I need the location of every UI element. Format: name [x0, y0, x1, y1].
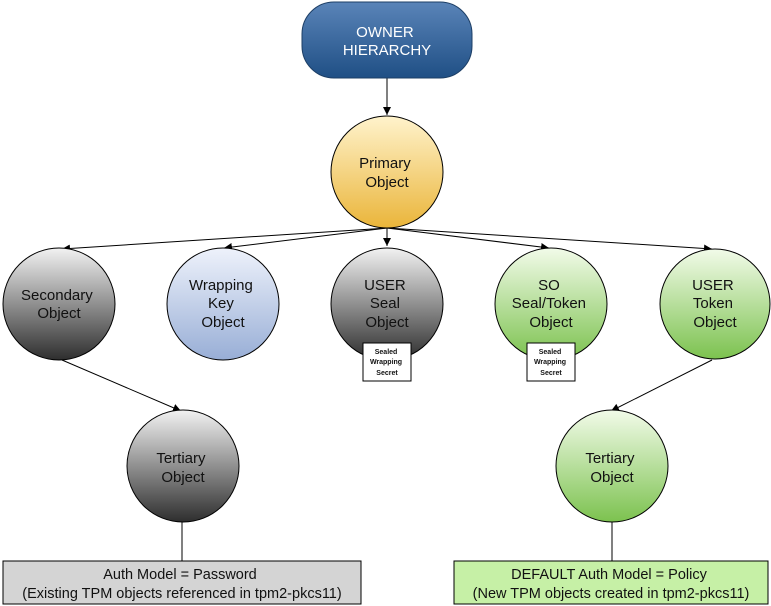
wrapping-key-object-node: Wrapping Key Object: [166, 247, 280, 361]
svg-text:USER Token Object: USER Token Object: [692, 277, 738, 331]
user-token-label-line-2: Token: [693, 295, 733, 312]
tertiary-object-node-left: Tertiary Object: [126, 409, 240, 523]
svg-text:Wrapping Key Objec: Wrapping Key Object: [189, 277, 257, 331]
tertiary-right-label-line-2: Object: [590, 469, 634, 486]
svg-text:OWNER HIERARCHY: OWNER HIERARCHY: [343, 24, 431, 59]
edge-primary-so-seal-token: [386, 227, 550, 251]
svg-text:Primary Object: Primary Object: [359, 155, 415, 191]
sealed-wrapping-secret-tag-right: Sealed Wrapping Secret: [526, 342, 576, 382]
user-token-label-line-1: USER: [692, 277, 734, 294]
svg-text:Tertiary Object: Tertiary Object: [156, 450, 209, 486]
password-box-line-1: Auth Model = Password: [103, 567, 257, 583]
tertiary-object-node-right: Tertiary Object: [555, 409, 669, 523]
edge-secondary-tertiary: [61, 359, 182, 412]
secondary-object-label-line-2: Object: [37, 305, 81, 322]
password-auth-model-box: Auth Model = Password (Existing TPM obje…: [2, 560, 362, 605]
policy-box-line-2: (New TPM objects created in tpm2-pkcs11): [473, 586, 750, 602]
primary-object-label-line-2: Object: [365, 174, 409, 191]
svg-text:USER Seal Object: USER Seal Object: [364, 277, 410, 331]
user-token-label-line-3: Object: [693, 314, 737, 331]
wrapping-key-label-line-3: Object: [201, 314, 245, 331]
secondary-object-node: Secondary Object: [2, 247, 116, 361]
policy-box-line-1: DEFAULT Auth Model = Policy: [511, 567, 707, 583]
user-seal-object-node: USER Seal Object: [330, 247, 444, 361]
sealed-tag-left-line-3: Secret: [376, 370, 398, 377]
so-seal-token-label-line-2: Seal/Token: [512, 295, 586, 312]
tertiary-left-label-line-1: Tertiary: [156, 450, 206, 467]
svg-text:SO Seal/Token Obje: SO Seal/Token Object: [512, 277, 590, 331]
owner-hierarchy-node: OWNER HIERARCHY: [301, 1, 473, 79]
svg-text:DEFAULT Auth Model = Policy: DEFAULT Auth Model = Policy (New TPM obj…: [473, 567, 750, 602]
password-box-line-2: (Existing TPM objects referenced in tpm2…: [22, 586, 341, 602]
edge-primary-secondary: [61, 227, 388, 253]
sealed-tag-right-line-1: Sealed: [539, 349, 562, 356]
so-seal-token-object-node: SO Seal/Token Object: [494, 247, 608, 361]
sealed-tag-right-line-3: Secret: [540, 370, 562, 377]
sealed-wrapping-secret-tag-left: Sealed Wrapping Secret: [362, 342, 412, 382]
so-seal-token-label-line-3: Object: [529, 314, 573, 331]
edge-primary-wrapping-key: [223, 227, 388, 251]
so-seal-token-label-line-1: SO: [538, 277, 560, 294]
edge-primary-user-token: [386, 227, 713, 253]
policy-auth-model-box: DEFAULT Auth Model = Policy (New TPM obj…: [453, 560, 769, 605]
svg-text:Auth Model = Password (E: Auth Model = Password (Existing TPM obje…: [22, 567, 341, 602]
secondary-object-label-line-1: Secondary: [21, 287, 93, 304]
primary-object-node: Primary Object: [330, 115, 444, 229]
primary-object-label-line-1: Primary: [359, 155, 411, 172]
owner-hierarchy-label-line-2: HIERARCHY: [343, 42, 431, 59]
wrapping-key-label-line-2: Key: [208, 295, 234, 312]
sealed-tag-left-line-1: Sealed: [375, 349, 398, 356]
tertiary-right-label-line-1: Tertiary: [585, 450, 635, 467]
svg-text:Sealed Wrapping Se: Sealed Wrapping Secret: [534, 349, 568, 377]
user-seal-label-line-1: USER: [364, 277, 406, 294]
sealed-tag-right-line-2: Wrapping: [534, 359, 566, 366]
user-token-object-node: USER Token Object: [659, 248, 771, 360]
edge-user-token-tertiary: [610, 359, 713, 412]
wrapping-key-label-line-1: Wrapping: [189, 277, 253, 294]
svg-text:Secondary Object: Secondary Object: [21, 287, 97, 322]
tertiary-left-label-line-2: Object: [161, 469, 205, 486]
user-seal-label-line-3: Object: [365, 314, 409, 331]
owner-hierarchy-label-line-1: OWNER: [356, 24, 414, 41]
svg-text:Tertiary Object: Tertiary Object: [585, 450, 638, 486]
sealed-tag-left-line-2: Wrapping: [370, 359, 402, 366]
svg-text:Sealed Wrapping Se: Sealed Wrapping Secret: [370, 349, 404, 377]
user-seal-label-line-2: Seal: [370, 295, 400, 312]
